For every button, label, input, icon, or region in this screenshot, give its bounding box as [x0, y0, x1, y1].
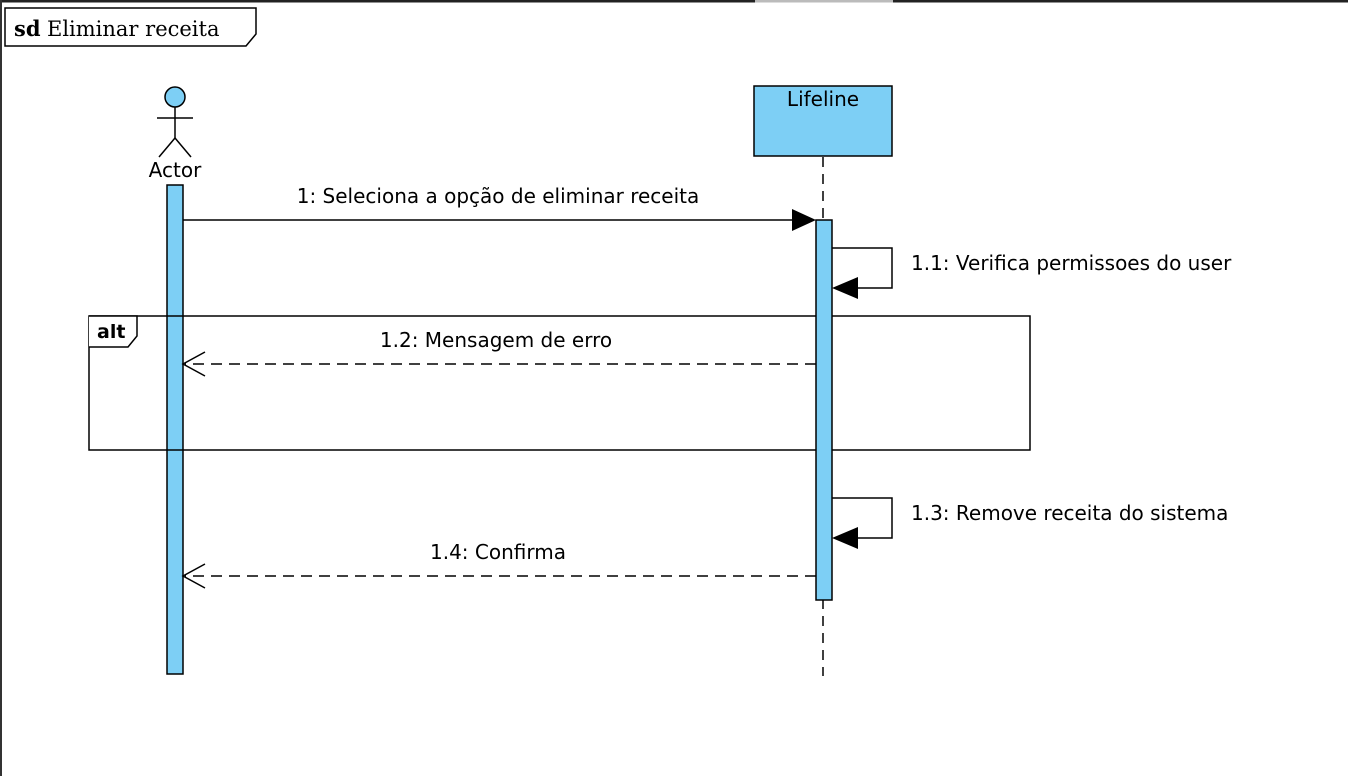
alt-fragment: alt — [88, 315, 1031, 451]
message-1-1-self-call: 1.1: Verifica permissoes do user — [832, 247, 1232, 299]
message-1-2-label: 1.2: Mensagem de erro — [380, 328, 612, 352]
message-1: 1: Seleciona a opção de eliminar receita — [183, 184, 816, 231]
actor-activation-bar — [166, 184, 184, 675]
actor-label: Actor — [149, 158, 202, 182]
frame-keyword: sd — [14, 16, 41, 41]
frame-tag: sd Eliminar receita — [4, 7, 257, 47]
lifeline-label: Lifeline — [787, 87, 859, 111]
message-1-3-self-call: 1.3: Remove receita do sistema — [832, 497, 1228, 549]
message-1-3-label: 1.3: Remove receita do sistema — [911, 501, 1228, 525]
message-1-4-label: 1.4: Confirma — [430, 540, 566, 564]
message-1-1-label: 1.1: Verifica permissoes do user — [911, 251, 1232, 275]
lifeline-activation-bar — [815, 219, 833, 601]
actor-icon — [157, 86, 193, 158]
frame-title: Eliminar receita — [47, 17, 219, 41]
alt-keyword: alt — [97, 321, 125, 343]
lifeline-head — [753, 85, 893, 157]
message-1-2-reply: 1.2: Mensagem de erro — [181, 328, 816, 377]
message-1-4-reply: 1.4: Confirma — [181, 540, 816, 589]
message-1-label: 1: Seleciona a opção de eliminar receita — [297, 184, 700, 208]
